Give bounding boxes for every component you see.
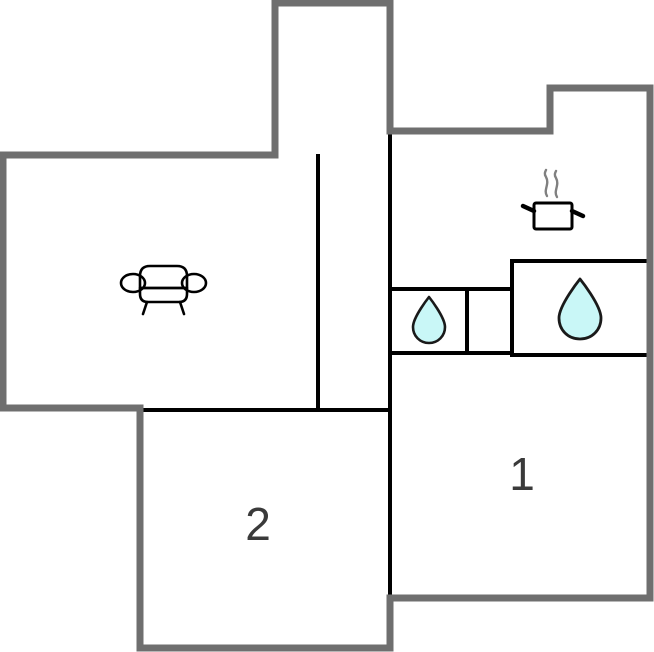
water-drop-shape: [411, 295, 447, 345]
pot-handle-left: [520, 203, 537, 214]
steam-wisp-right: [553, 169, 559, 199]
water-drop-shape: [557, 277, 603, 341]
room-number-1: 1: [509, 448, 535, 500]
steam-wisp-left: [543, 168, 549, 198]
building-floor-fill: [3, 3, 650, 648]
sofa-icon: [119, 264, 208, 316]
water-drop-icon: [411, 295, 447, 345]
pot-body: [532, 201, 574, 231]
pot-handle-right: [569, 208, 586, 219]
room-number-2: 2: [245, 498, 271, 550]
water-drop-icon: [557, 277, 603, 341]
interior-walls: [138, 132, 652, 600]
cooking-pot-icon: [520, 168, 586, 231]
